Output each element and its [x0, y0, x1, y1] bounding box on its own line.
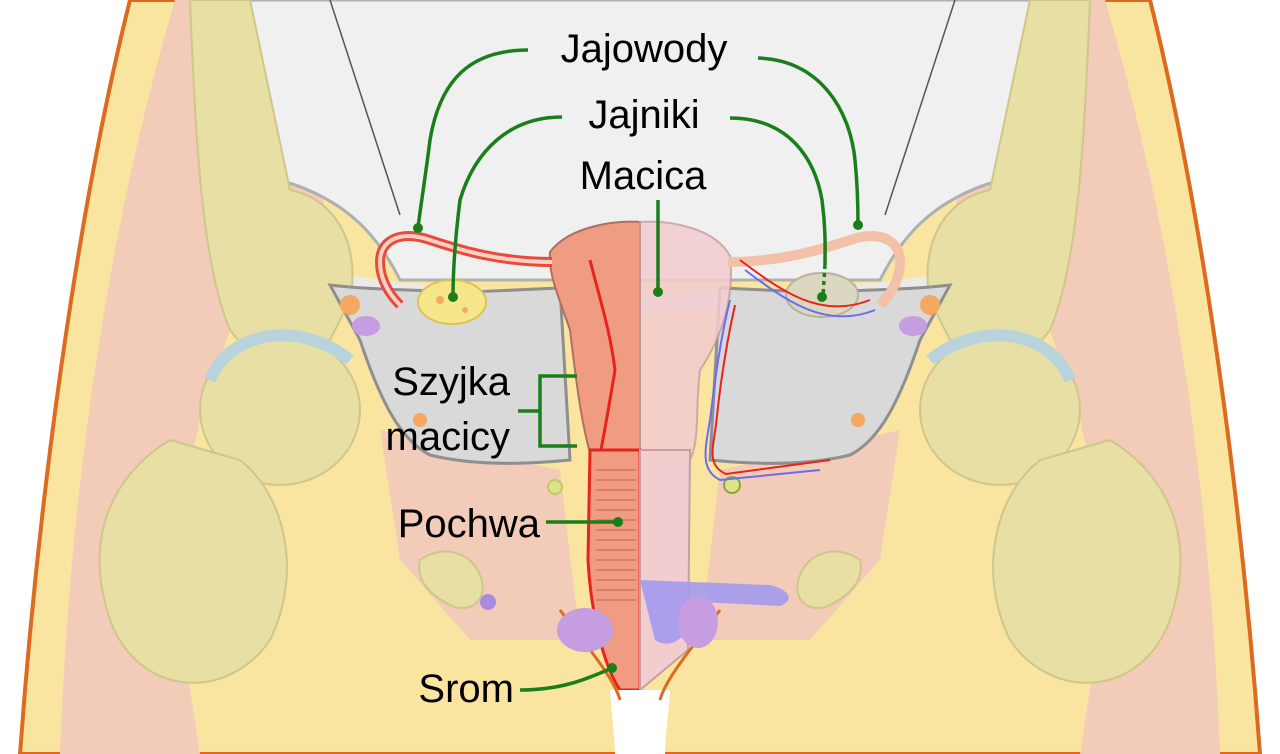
hip-bones — [98, 0, 1182, 684]
pelvic-cavity — [327, 283, 953, 465]
label-vagina: Pochwa — [398, 502, 541, 546]
leader-lines — [413, 48, 863, 692]
lymph-nodes — [340, 295, 940, 610]
vagina — [586, 448, 692, 693]
cervix-bracket — [518, 374, 577, 448]
label-fallopian-tubes: Jajowody — [561, 27, 728, 71]
label-cervix-line1: Szyjka — [392, 360, 511, 404]
leader-ovary-left — [451, 115, 563, 298]
suspensory-ligaments — [329, 0, 956, 216]
label-vulva: Srom — [418, 667, 514, 711]
bladder-structures — [557, 580, 789, 652]
uterus — [548, 220, 732, 461]
anatomy-labels: Jajowody Jajniki Macica Szyjka macicy Po… — [386, 27, 728, 711]
label-uterus: Macica — [580, 154, 707, 198]
leader-dot-ovary-right — [817, 292, 827, 302]
leader-dot-fallopian-left — [413, 223, 423, 233]
leader-dot-vagina — [613, 517, 623, 527]
leader-vulva — [519, 666, 613, 692]
right-fallopian-tube — [727, 231, 906, 309]
leader-ovary-right — [729, 116, 827, 266]
blood-vessels — [704, 259, 876, 482]
leader-dot-vulva — [607, 663, 617, 673]
left-ovary — [417, 279, 487, 325]
leader-fallopian-left — [416, 48, 529, 229]
leader-dot-uterus — [653, 287, 663, 297]
left-fallopian-tube — [374, 231, 553, 309]
label-cervix-line2: macicy — [386, 415, 510, 459]
leader-ovary-right-dotted — [821, 264, 827, 297]
leader-fallopian-right — [757, 56, 860, 226]
label-ovaries: Jajniki — [588, 93, 699, 137]
leader-dot-fallopian-right — [853, 220, 863, 230]
hip-cartilage — [204, 329, 1076, 383]
leader-dot-ovary-left — [448, 292, 458, 302]
